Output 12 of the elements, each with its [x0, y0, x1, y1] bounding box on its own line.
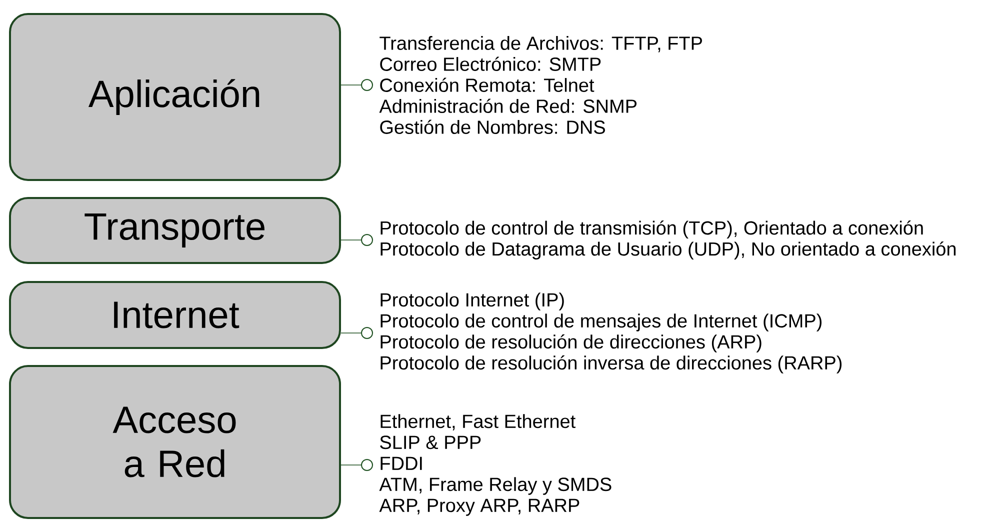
layer-box: Acceso a Red	[9, 365, 341, 519]
connector-line	[340, 327, 373, 339]
connector-line	[340, 234, 373, 246]
connector-line	[340, 459, 373, 471]
protocol-list: Protocolo Internet (IP) Protocolo de control de mensajes de Internet (ICMP) Protocolo de resolución de direcciones (ARP) Protocolo de resolución inversa de direcciones (RARP)	[380, 292, 842, 374]
layer-box: Internet	[9, 281, 341, 349]
connector-line	[340, 79, 373, 91]
layer-box: Transporte	[9, 197, 341, 264]
protocol-list: Protocolo de control de transmisión (TCP), Orientado a conexión Protocolo de Datagrama de Usuario (UDP), No orientado a conexión	[380, 220, 956, 260]
protocol-list: Transferencia de Archivos: TFTP, FTP Correo Electrónico: SMTP Conexión Remota: Telnet Administración de Red: SNMP Gestión de Nombres: DNS	[379, 36, 702, 134]
layer-box: Aplicación	[9, 13, 341, 181]
protocol-list: Ethernet, Fast Ethernet SLIP & PPP FDDI ATM, Frame Relay y SMDS ARP, Proxy ARP, RARP	[379, 414, 612, 516]
